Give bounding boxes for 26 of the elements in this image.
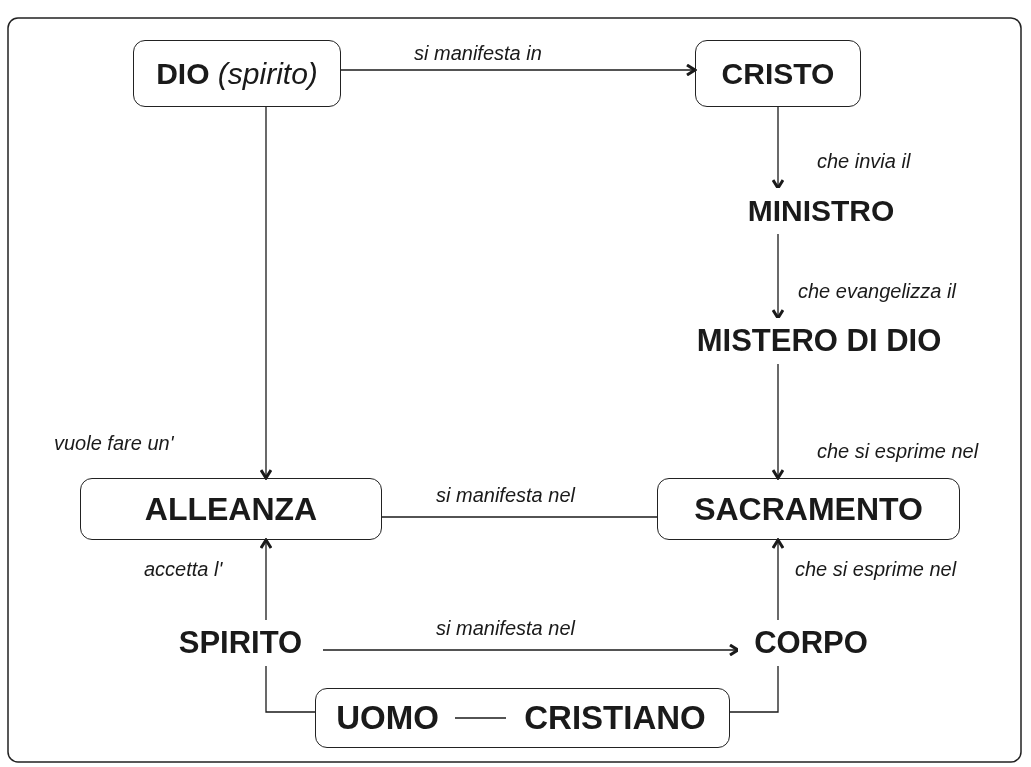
edge-label: che si esprime nel xyxy=(793,558,959,580)
connector-line xyxy=(381,516,658,518)
concept-text: CRISTO xyxy=(721,56,835,91)
concept-box xyxy=(80,478,382,540)
connector-line xyxy=(729,665,779,713)
arrow xyxy=(322,643,740,657)
edge-label: che evangelizza il xyxy=(796,280,958,302)
arrow xyxy=(771,363,785,480)
arrow xyxy=(771,106,785,190)
arrow xyxy=(259,538,273,621)
arrow xyxy=(259,106,273,480)
concept-text: ALLEANZA xyxy=(144,490,318,528)
arrow xyxy=(771,233,785,320)
arrow xyxy=(340,63,697,77)
concept-text: DIO (spirito) xyxy=(156,56,318,91)
concept-box xyxy=(133,40,341,107)
concept-box xyxy=(657,478,960,540)
concept-text: CRISTIANO xyxy=(506,695,724,741)
concept-box xyxy=(315,688,730,748)
concept-box xyxy=(695,40,861,107)
concept-text: UOMO xyxy=(320,695,455,741)
connector-line xyxy=(454,717,507,719)
edge-label: che si esprime nel xyxy=(815,440,981,462)
arrow xyxy=(771,538,785,621)
concept-text: SACRAMENTO xyxy=(694,490,923,528)
connector-line xyxy=(265,665,316,713)
